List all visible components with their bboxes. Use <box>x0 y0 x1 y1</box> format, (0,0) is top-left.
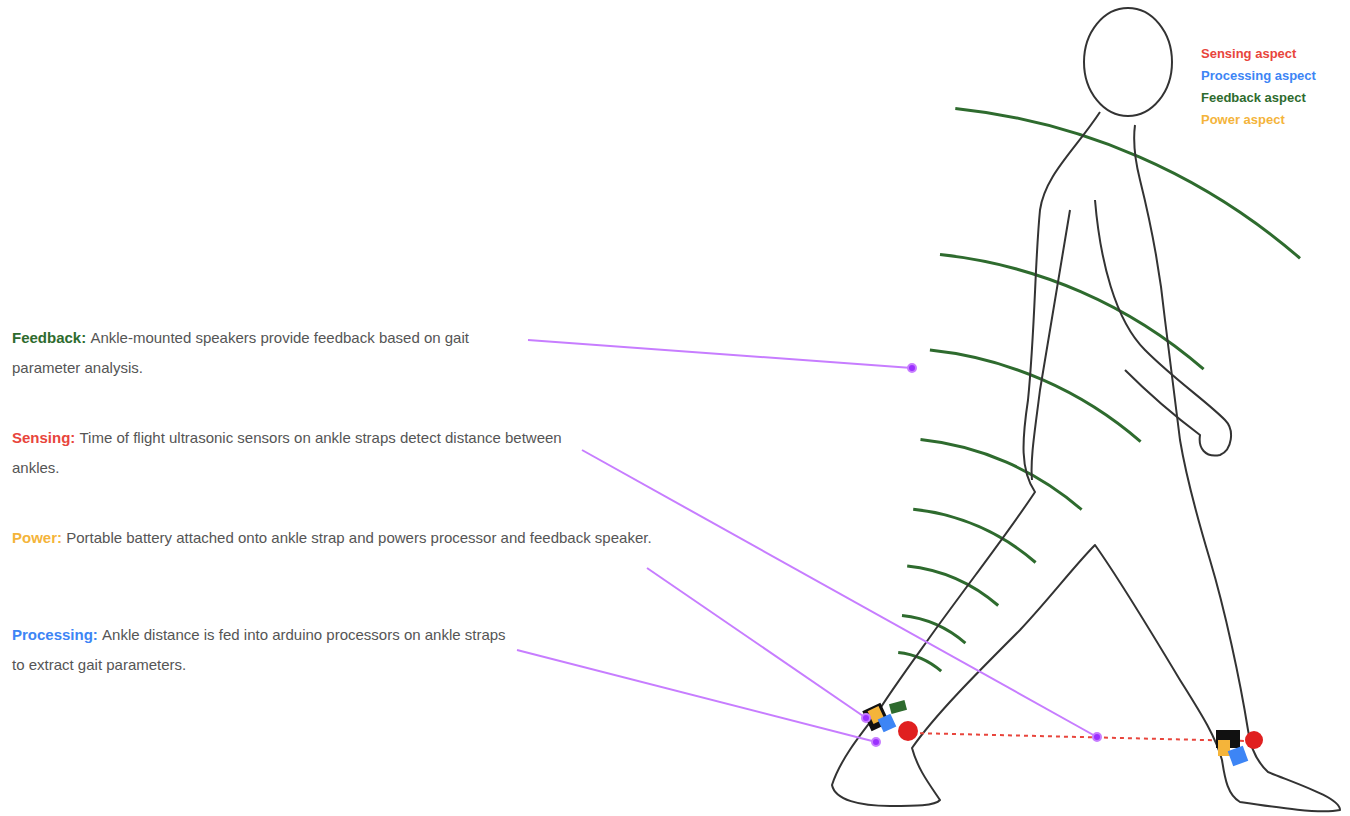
sound-waves <box>898 108 1300 671</box>
callout-heading: Sensing: <box>12 429 75 446</box>
human-figure <box>832 8 1340 811</box>
back-ankle-device <box>862 700 918 741</box>
sound-wave-arc <box>955 108 1300 258</box>
callout-heading: Power: <box>12 529 62 546</box>
callout-text: Power: Portable battery attached onto an… <box>12 523 692 553</box>
callout-text: Sensing: Time of flight ultrasonic senso… <box>12 423 572 483</box>
legend-entry: Feedback aspect <box>1201 90 1306 105</box>
callout-body: Time of flight ultrasonic sensors on ank… <box>12 429 562 476</box>
sound-wave-arc <box>898 652 941 671</box>
front-ankle-device <box>1216 730 1263 766</box>
callout-heading: Feedback: <box>12 329 86 346</box>
callout-body: Portable battery attached onto ankle str… <box>66 529 651 546</box>
sound-wave-arc <box>921 440 1082 510</box>
legend-entry: Power aspect <box>1201 112 1285 127</box>
distance-line <box>912 733 1246 741</box>
legend-entry: Processing aspect <box>1201 68 1316 83</box>
callout-text: Feedback: Ankle-mounted speakers provide… <box>12 323 532 383</box>
callout-heading: Processing: <box>12 626 98 643</box>
legend-entry: Sensing aspect <box>1201 46 1296 61</box>
sound-wave-arc <box>907 566 998 606</box>
callout-text: Processing: Ankle distance is fed into a… <box>12 620 512 680</box>
sound-wave-arc <box>902 616 965 644</box>
